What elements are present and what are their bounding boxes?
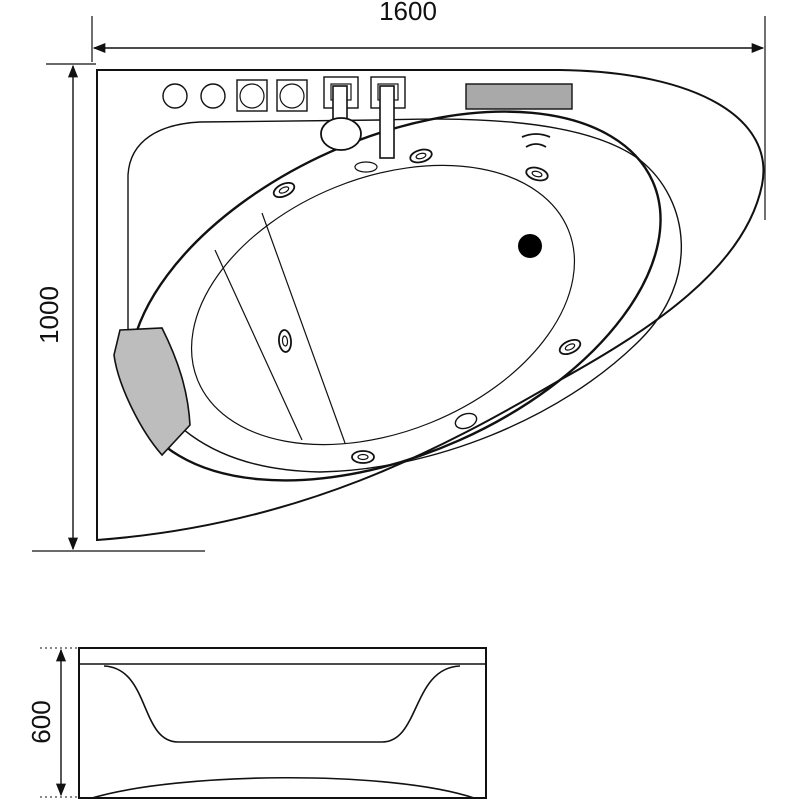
suction-fitting-icon: [454, 412, 478, 430]
control-button-1-icon: [236, 79, 268, 112]
deck-inner-edge: [127, 118, 682, 473]
wall-jet-icon: [409, 148, 433, 164]
depth-dimension: 1000: [32, 63, 205, 552]
tub-outer-rim: [96, 69, 765, 542]
spout-icon: [379, 85, 395, 159]
overflow-icon: [521, 133, 551, 148]
basin-outer-edge: [128, 110, 662, 482]
side-base-curve: [91, 776, 475, 799]
height-dimension: 600: [26, 647, 78, 798]
width-label: 1600: [379, 0, 437, 26]
floor-rib-right: [261, 212, 346, 444]
side-view: 600: [26, 647, 487, 799]
side-basin-profile: [103, 665, 461, 743]
wall-jet-icon: [525, 166, 549, 182]
wall-jet-icon: [558, 338, 582, 356]
control-panel: [465, 83, 573, 110]
wall-jet-icon: [351, 450, 375, 464]
depth-label: 1000: [34, 286, 64, 344]
wall-jet-icon: [272, 181, 296, 199]
side-outline: [78, 647, 487, 799]
basin-floor: [190, 164, 576, 446]
plan-view: 1600 1000: [32, 0, 766, 552]
drain-icon: [518, 234, 542, 258]
hand-shower-icon: [320, 85, 378, 173]
headrest: [113, 327, 191, 457]
air-button-2-icon: [200, 83, 226, 109]
floor-rib-left: [214, 249, 303, 441]
control-button-2-icon: [276, 79, 308, 112]
wall-jet-icon: [278, 329, 292, 353]
air-button-1-icon: [162, 83, 188, 109]
height-label: 600: [26, 700, 56, 743]
width-dimension: 1600: [91, 0, 766, 220]
